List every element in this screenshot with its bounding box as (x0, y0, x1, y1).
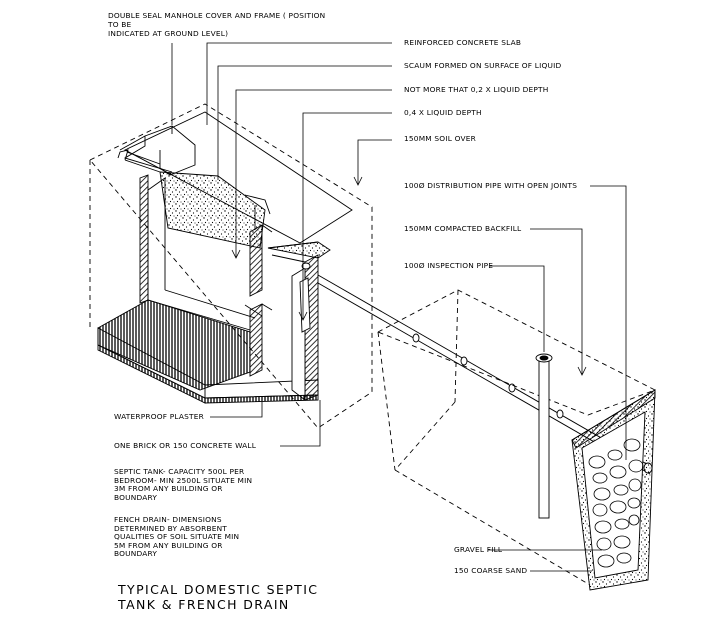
label-slab: REINFORCED CONCRETE SLAB (404, 38, 522, 47)
scum-layer (159, 171, 266, 249)
french-drain (376, 289, 657, 591)
label-manhole-line1: DOUBLE SEAL MANHOLE COVER AND FRAME ( PO… (108, 11, 326, 20)
note-french-drain: FENCH DRAIN- DIMENSIONS DETERMINED BY AB… (114, 515, 240, 559)
label-coarse-sand: 150 COARSE SAND (454, 566, 528, 575)
label-waterproof-plaster: WATERPROOF PLASTER (114, 412, 204, 421)
label-backfill: 150mm COMPACTED BACKFILL (404, 224, 522, 233)
note-septic-tank: SEPTIC TANK- CAPACITY 500L PER BEDROOM- … (114, 467, 253, 502)
label-liquid-depth-02: NOT MORE THAT 0,2 x LIQUID DEPTH (404, 85, 549, 94)
leader-lines (171, 42, 627, 572)
label-distribution-pipe: 100ø DISTRIBUTION PIPE WITH OPEN JOINTS (404, 181, 578, 190)
drawing-title-line1: TYPICAL DOMESTIC SEPTIC (118, 582, 319, 597)
gravel-fill (581, 411, 646, 579)
label-gravel-fill: GRAVEL FILL (454, 545, 503, 554)
gravel-stones (588, 438, 644, 568)
baffle-wall-1 (249, 224, 263, 297)
label-manhole-line3: INDICATED AT GROUND LEVEL) (108, 29, 229, 38)
baffle-wall-2 (249, 303, 263, 377)
label-manhole-line2: TO BE (108, 20, 132, 29)
label-brick-wall: ONE BRICK OR 150 CONCRETE WALL (114, 441, 257, 450)
label-inspection-pipe: 100ø INSPECTION PIPE (404, 261, 494, 270)
front-wall-hatch (97, 299, 251, 391)
label-scum: SCAUM FORMED ON SURFACE OF LIQUID (404, 61, 562, 70)
drawing-title-line2: TANK & FRENCH DRAIN (118, 597, 290, 612)
label-soil-over: 150mm SOIL OVER (404, 134, 476, 143)
inspection-pipe (538, 359, 550, 519)
septic-tank (89, 103, 373, 429)
left-wall-hatch (139, 174, 149, 304)
label-liquid-depth-04: 0,4 x LIQUID DEPTH (404, 108, 482, 117)
